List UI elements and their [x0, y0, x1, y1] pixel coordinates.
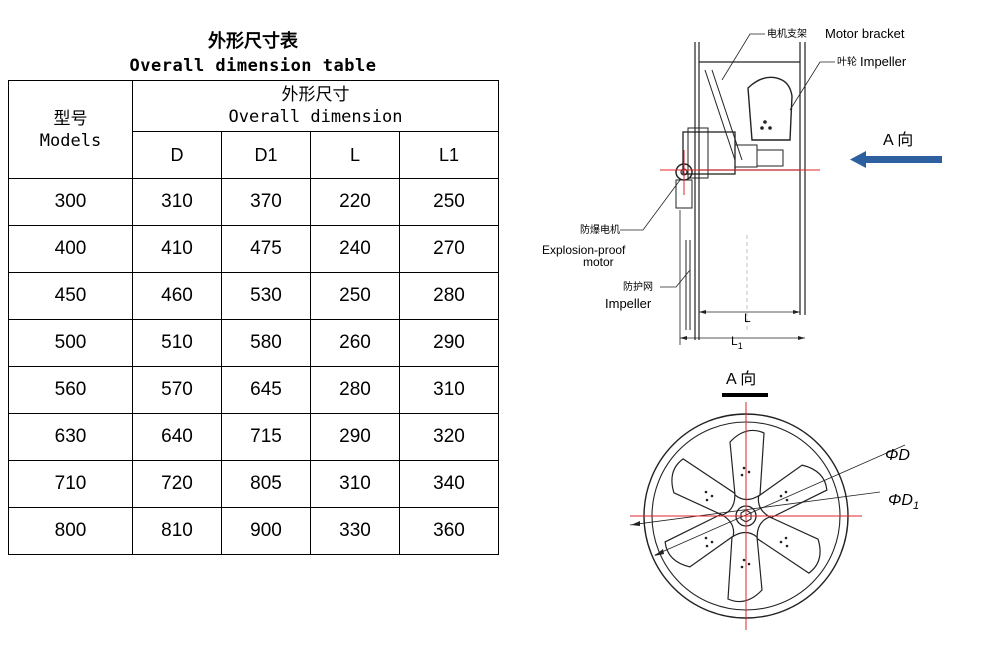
models-header-cn: 型号: [53, 108, 88, 129]
dimension-l1-label: L1: [731, 334, 743, 351]
impeller-label-cn: 叶轮: [837, 55, 857, 68]
cell-d: 810: [132, 507, 222, 555]
explosion-motor-label-cn: 防爆电机: [580, 223, 620, 236]
title-block: 外形尺寸表 Overall dimension table: [8, 30, 498, 78]
cell-d1: 805: [221, 460, 311, 508]
cell-model: 710: [8, 460, 133, 508]
cell-model: 500: [8, 319, 133, 367]
cell-l1: 360: [399, 507, 499, 555]
cell-l: 240: [310, 225, 400, 273]
guard-label-en: Impeller: [605, 296, 652, 311]
cell-l1: 320: [399, 413, 499, 461]
title-chinese: 外形尺寸表: [208, 31, 298, 52]
overall-header-en: Overall dimension: [228, 107, 403, 127]
dimension-l-label: L: [744, 311, 751, 325]
column-header-l1: L1: [399, 131, 499, 179]
cell-d: 640: [132, 413, 222, 461]
cell-l1: 270: [399, 225, 499, 273]
cell-d1: 370: [221, 178, 311, 226]
table-row: 300 310 370 220 250: [8, 178, 499, 226]
cell-l1: 280: [399, 272, 499, 320]
direction-arrow-icon: [850, 151, 942, 168]
side-view: [675, 42, 806, 345]
table-row: 710 720 805 310 340: [8, 460, 499, 508]
column-header-d1: D1: [221, 131, 311, 179]
cell-l: 280: [310, 366, 400, 414]
models-header: 型号 Models: [8, 80, 133, 179]
guard-label-cn: 防护网: [623, 280, 653, 293]
cell-l1: 310: [399, 366, 499, 414]
models-header-en: Models: [39, 130, 102, 151]
cell-model: 300: [8, 178, 133, 226]
cell-l: 260: [310, 319, 400, 367]
table-row: 630 640 715 290 320: [8, 413, 499, 461]
cell-l: 330: [310, 507, 400, 555]
table-row: 560 570 645 280 310: [8, 366, 499, 414]
leader-lines: [620, 33, 835, 288]
motor-bracket-label-cn: 电机支架: [767, 27, 807, 40]
cell-d1: 580: [221, 319, 311, 367]
cell-d: 310: [132, 178, 222, 226]
table-row: 400 410 475 240 270: [8, 225, 499, 273]
cell-d1: 900: [221, 507, 311, 555]
cell-l1: 250: [399, 178, 499, 226]
motor-bracket-label-en: Motor bracket: [825, 26, 905, 41]
cell-d: 460: [132, 272, 222, 320]
front-view-label: A 向: [726, 370, 756, 388]
column-header-l: L: [310, 131, 400, 179]
cell-l1: 340: [399, 460, 499, 508]
cell-model: 560: [8, 366, 133, 414]
cell-l1: 290: [399, 319, 499, 367]
fan-technical-drawing: 电机支架 Motor bracket 叶轮 Impeller 防爆电机 Expl…: [542, 26, 942, 630]
direction-label: A 向: [883, 131, 913, 149]
explosion-motor-label-en-2: motor: [583, 255, 614, 269]
cell-model: 450: [8, 272, 133, 320]
table-row: 800 810 900 330 360: [8, 507, 499, 555]
cell-d1: 530: [221, 272, 311, 320]
impeller-label-en: Impeller: [860, 54, 907, 69]
front-view-underline: [722, 393, 768, 397]
explosion-motor-label-en-1: Explosion-proof: [542, 243, 626, 257]
cell-l: 220: [310, 178, 400, 226]
cell-d: 510: [132, 319, 222, 367]
dimension-table: 型号 Models 外形尺寸 Overall dimension D D1 L …: [8, 80, 499, 555]
cell-l: 250: [310, 272, 400, 320]
cell-d: 410: [132, 225, 222, 273]
diameter-d-label: ΦD: [885, 447, 910, 464]
cell-d: 720: [132, 460, 222, 508]
overall-header-cn: 外形尺寸: [281, 85, 350, 105]
diameter-d1-label: ΦD1: [888, 492, 919, 512]
cell-model: 800: [8, 507, 133, 555]
column-header-d: D: [132, 131, 222, 179]
cell-d1: 715: [221, 413, 311, 461]
cell-l: 290: [310, 413, 400, 461]
cell-d: 570: [132, 366, 222, 414]
cell-d1: 645: [221, 366, 311, 414]
cell-model: 630: [8, 413, 133, 461]
table-row: 450 460 530 250 280: [8, 272, 499, 320]
title-english: Overall dimension table: [129, 56, 377, 76]
cell-model: 400: [8, 225, 133, 273]
cell-l: 310: [310, 460, 400, 508]
overall-dimension-header: 外形尺寸 Overall dimension: [132, 80, 499, 132]
table-row: 500 510 580 260 290: [8, 319, 499, 367]
cell-d1: 475: [221, 225, 311, 273]
